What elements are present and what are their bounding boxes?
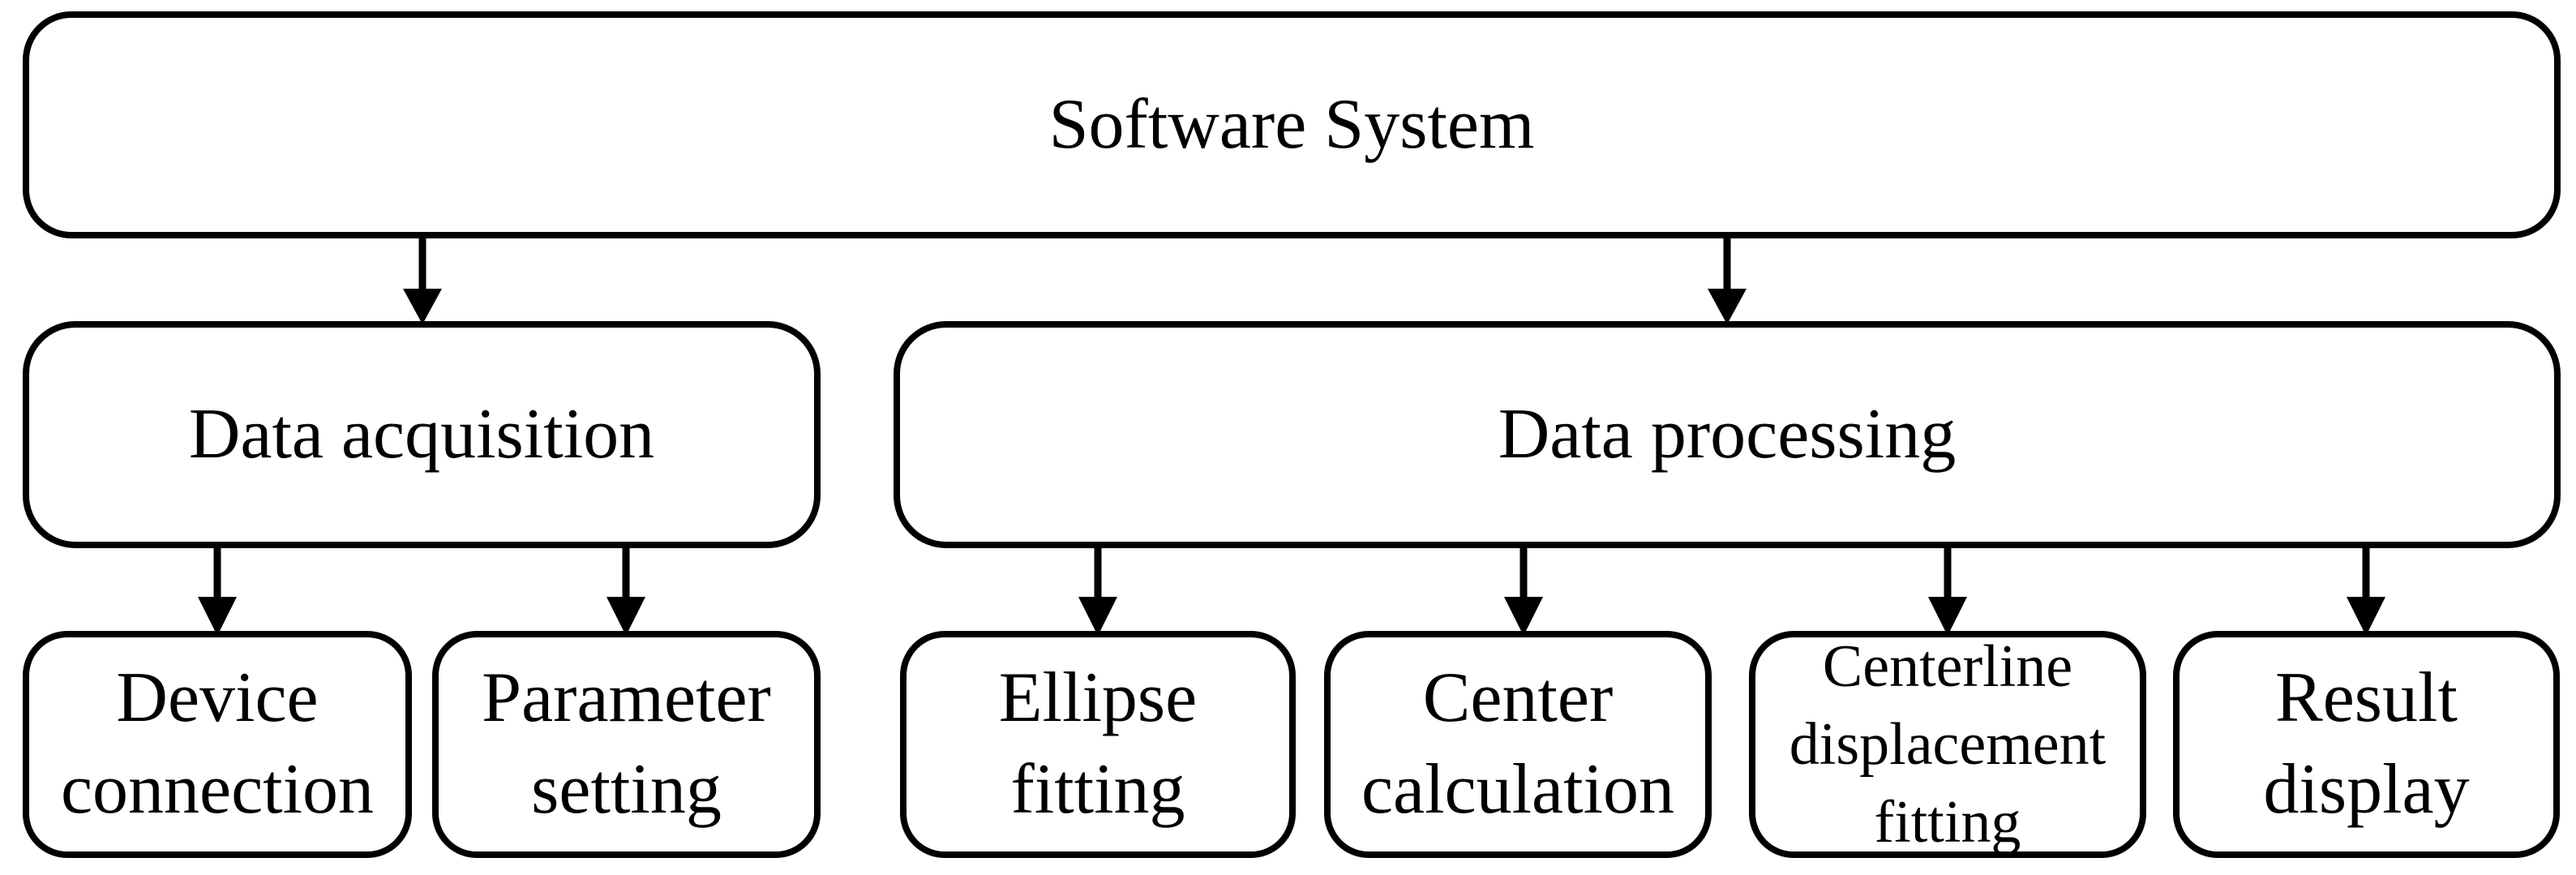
node-parameter-setting: Parameter setting: [432, 631, 821, 858]
arrowhead-icon: [1504, 597, 1543, 636]
node-label: Device connection: [60, 658, 375, 829]
node-label: Software System: [1048, 84, 1535, 164]
node-label: Ellipse fitting: [998, 658, 1198, 829]
node-result-display: Result display: [2173, 631, 2560, 858]
node-label: Centerline displacement fitting: [1789, 633, 2107, 856]
connector-data-processing-to-center-calculation: [1504, 547, 1543, 636]
arrowhead-icon: [1708, 289, 1747, 324]
node-label: Data processing: [1498, 394, 1957, 474]
arrowhead-icon: [1928, 597, 1967, 636]
connector-software-system-to-data-acquisition: [403, 235, 442, 324]
node-data-acquisition: Data acquisition: [23, 321, 821, 548]
node-ellipse-fitting: Ellipse fitting: [900, 631, 1296, 858]
connector-software-system-to-data-processing: [1708, 235, 1747, 324]
connector-data-processing-to-centerline-displacement-fitting: [1928, 547, 1967, 636]
arrowhead-icon: [1078, 597, 1117, 636]
node-label: Result display: [2263, 658, 2470, 829]
arrowhead-icon: [2347, 597, 2385, 636]
connector-data-acquisition-to-device-connection: [198, 547, 237, 636]
arrowhead-icon: [198, 597, 237, 636]
connector-data-acquisition-to-parameter-setting: [606, 547, 645, 636]
node-label: Data acquisition: [188, 394, 655, 474]
node-label: Center calculation: [1361, 658, 1675, 829]
arrowhead-icon: [606, 597, 645, 636]
connector-data-processing-to-ellipse-fitting: [1078, 547, 1117, 636]
node-label: Parameter setting: [482, 658, 771, 829]
node-center-calculation: Center calculation: [1324, 631, 1712, 858]
node-software-system: Software System: [23, 11, 2561, 238]
connector-data-processing-to-result-display: [2347, 547, 2385, 636]
node-data-processing: Data processing: [894, 321, 2561, 548]
arrowhead-icon: [403, 289, 442, 324]
node-device-connection: Device connection: [23, 631, 412, 858]
node-centerline-displacement-fitting: Centerline displacement fitting: [1749, 631, 2146, 858]
